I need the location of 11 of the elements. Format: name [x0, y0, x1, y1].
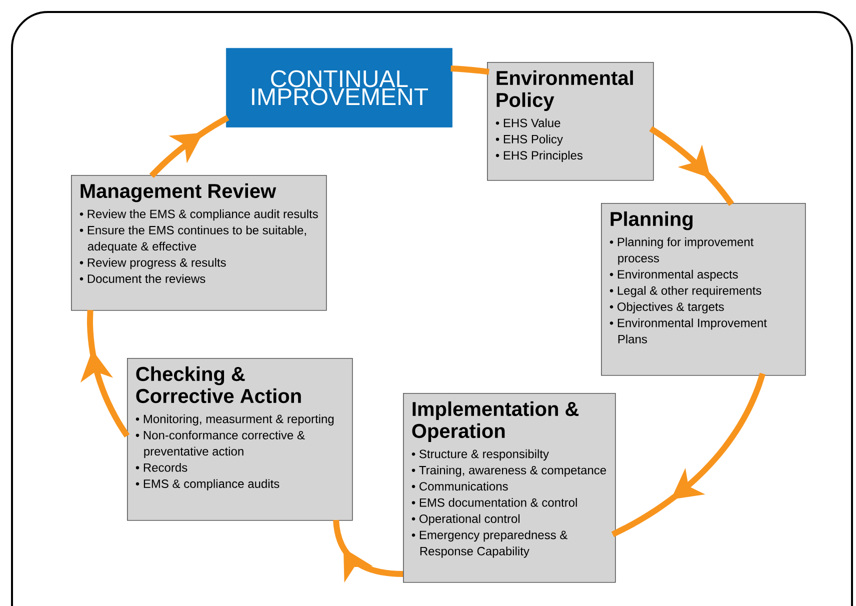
process-box: Environmental Policy • EHS Value • EHS Policy • EHS Principles	[487, 62, 654, 181]
process-box: Checking & Corrective Action • Monitoring, measurment & reporting • Non-conformance corrective & preventative action • Records • EMS & compliance audits	[127, 358, 353, 521]
title-box: CONTINUAL IMPROVEMENT	[226, 48, 452, 128]
arrow	[80, 310, 130, 438]
arrow	[149, 115, 230, 178]
process-box: Implementation & Operation • Structure & responsibilty • Training, awareness & competance • Communications • EMS documentation & control • Operational control • Emergency preparedness & Response Capability	[403, 393, 616, 583]
arrow	[649, 126, 734, 206]
arrow	[611, 372, 766, 538]
process-box: Planning • Planning for improvement process • Environmental aspects • Legal & other requirements • Objectives & targets • Environmental Improvement Plans	[601, 203, 806, 376]
process-box: Management Review • Review the EMS & compliance audit results • Ensure the EMS continues to be suitable, adequate & effective • Review progress & results • Document the reviews	[71, 175, 327, 311]
arrow	[333, 520, 404, 583]
